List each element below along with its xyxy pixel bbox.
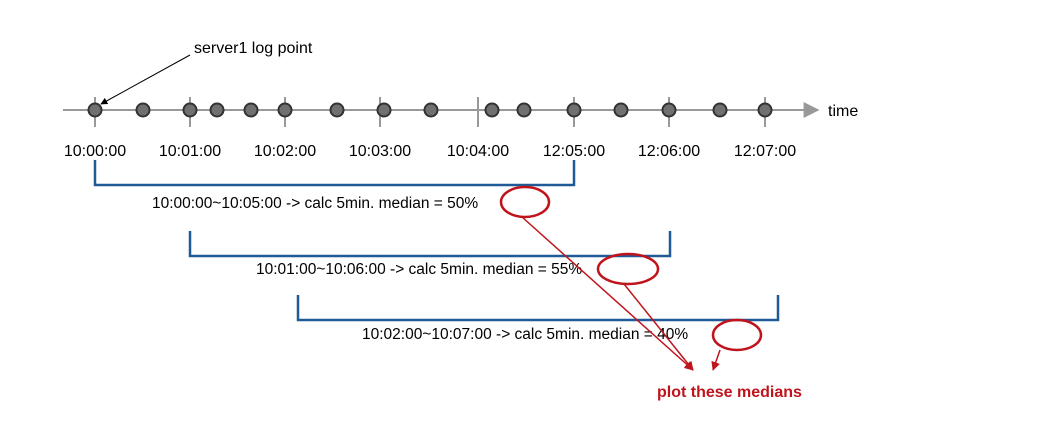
median-windows: 10:00:00~10:05:00 -> calc 5min. median =… (93, 160, 780, 352)
window-text: 10:00:00~10:05:00 -> calc 5min. median =… (152, 195, 478, 212)
time-label: 10:01:00 (159, 143, 221, 160)
window-bracket (296, 295, 780, 322)
window-bracket (93, 160, 576, 187)
annotation-arrow (100, 54, 191, 105)
window-range: 10:01:00~10:06:00 (256, 261, 390, 278)
log-point (516, 102, 532, 118)
time-label: 10:03:00 (349, 143, 411, 160)
log-point (135, 102, 151, 118)
window-text: 10:02:00~10:07:00 -> calc 5min. median =… (362, 326, 688, 343)
log-point (423, 102, 439, 118)
callout-arrow (623, 283, 694, 371)
log-point (376, 102, 392, 118)
time-label: 10:02:00 (254, 143, 316, 160)
window-range: 10:02:00~10:07:00 (362, 326, 496, 343)
median-highlight (711, 318, 763, 352)
callout-arrow (521, 216, 694, 371)
log-point (209, 102, 225, 118)
log-points (87, 102, 773, 118)
log-point (243, 102, 259, 118)
window-op: -> calc 5min. median = (496, 326, 657, 343)
window-op: -> calc 5min. median = (286, 195, 447, 212)
time-label: 12:05:00 (543, 143, 605, 160)
window-median-value: 40% (657, 326, 688, 343)
window-op: -> calc 5min. median = (390, 261, 551, 278)
time-label: 10:00:00 (64, 143, 126, 160)
time-label: 12:07:00 (734, 143, 796, 160)
time-labels: 10:00:00 10:01:00 10:02:00 10:03:00 10:04:00… (64, 143, 796, 160)
time-label: 12:06:00 (638, 143, 700, 160)
window-median-value: 50% (447, 195, 478, 212)
log-point (484, 102, 500, 118)
log-point (87, 102, 103, 118)
log-point (661, 102, 677, 118)
annotation-label: server1 log point (194, 40, 313, 57)
log-point (613, 102, 629, 118)
time-label: 10:04:00 (447, 143, 509, 160)
median-highlight (499, 185, 551, 219)
log-point (329, 102, 345, 118)
median-highlight (596, 252, 660, 286)
window-median-value: 55% (551, 261, 582, 278)
window-bracket (188, 231, 672, 258)
log-point (182, 102, 198, 118)
log-point (757, 102, 773, 118)
callout-arrow (711, 349, 721, 371)
window-text: 10:01:00~10:06:00 -> calc 5min. median =… (256, 261, 582, 278)
log-point (566, 102, 582, 118)
axis-label: time (828, 103, 858, 120)
callout-label: plot these medians (657, 384, 802, 401)
log-point (277, 102, 293, 118)
window-range: 10:00:00~10:05:00 (152, 195, 286, 212)
callout-arrows (521, 216, 721, 371)
log-point (712, 102, 728, 118)
